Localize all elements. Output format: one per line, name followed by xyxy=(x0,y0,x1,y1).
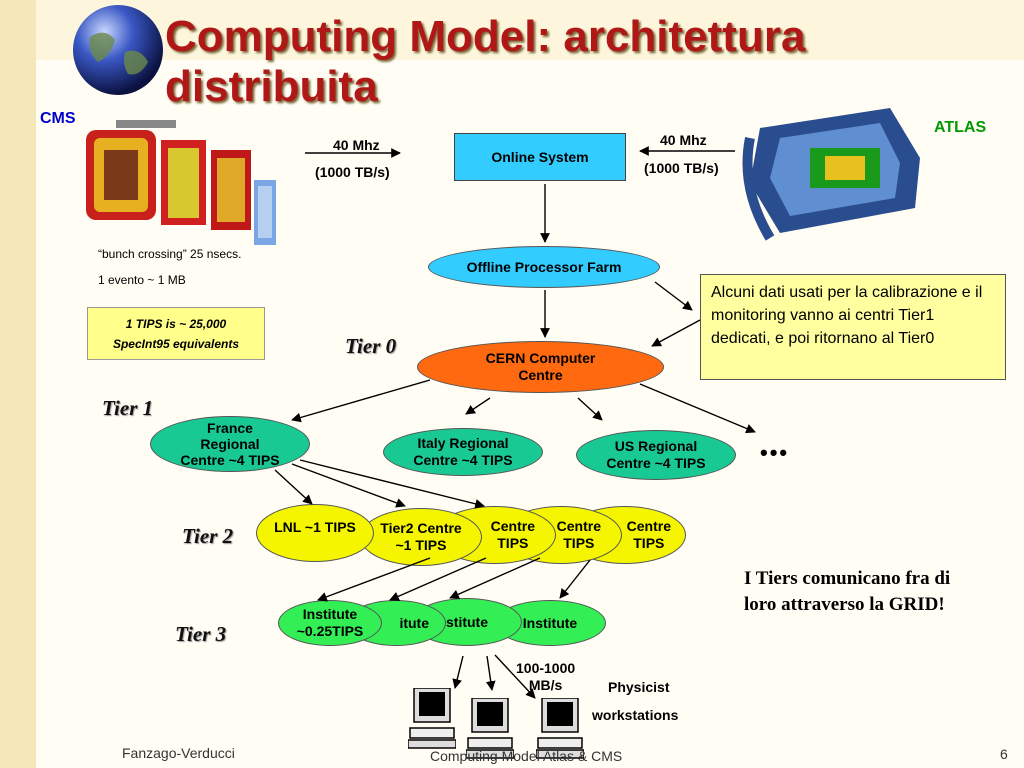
us-line-1: US Regional xyxy=(614,438,698,454)
tier2-b-line-1: Centre xyxy=(490,518,535,534)
tier0-label: Tier 0 xyxy=(345,334,397,358)
tier2-a-line-1: Tier2 Centre xyxy=(380,520,462,536)
tier2-d-line-2: TIPS xyxy=(633,535,665,551)
page-title: Computing Model: architettura distribuit… xyxy=(165,12,806,111)
volume-right: (1000 TB/s) xyxy=(644,160,719,176)
tips-line-1: 1 TIPS is ~ 25,000 xyxy=(125,317,227,331)
grid-note: I Tiers comunicano fra di loro attravers… xyxy=(744,568,951,615)
cern-line-2: Centre xyxy=(518,367,563,383)
globe-icon xyxy=(73,5,163,95)
bandwidth-line-1: 100-1000 xyxy=(516,660,576,676)
footer-author: Fanzago-Verducci xyxy=(122,745,235,761)
tier3-node-main: Institute~0.25TIPS xyxy=(278,600,382,646)
cms-detector-image xyxy=(86,120,276,245)
italy-line-2: Centre ~4 TIPS xyxy=(413,452,513,468)
page-number: 6 xyxy=(1000,746,1008,762)
volume-left: (1000 TB/s) xyxy=(315,164,390,180)
bandwidth-line-2: MB/s xyxy=(528,677,563,693)
tier3-label: Tier 3 xyxy=(175,622,227,646)
offline-farm-node: Offline Processor Farm xyxy=(428,246,660,288)
workstation-icon xyxy=(536,698,584,759)
workstations-label-1: Physicist xyxy=(608,679,670,695)
tier2-a-line-2: ~1 TIPS xyxy=(395,537,447,553)
france-line-2: Regional xyxy=(200,436,260,452)
footer-subject: Computing Model Atlas & CMS xyxy=(430,748,623,764)
france-line-1: France xyxy=(207,420,253,436)
atlas-label: ATLAS xyxy=(934,119,987,136)
tier2-d-line-1: Centre xyxy=(626,518,671,534)
cms-label: CMS xyxy=(40,110,76,127)
bunch-crossing-text: “bunch crossing” 25 nsecs. xyxy=(98,247,242,261)
tier1-label: Tier 1 xyxy=(102,396,154,420)
tier2-b-line-2: TIPS xyxy=(497,535,529,551)
tips-definition-box: 1 TIPS is ~ 25,000 SpecInt95 equivalents xyxy=(87,307,265,360)
tier2-c-line-1: Centre xyxy=(556,518,601,534)
rate-left: 40 Mhz xyxy=(333,137,380,153)
tier2-node-a: Tier2 Centre~1 TIPS xyxy=(360,508,482,566)
tier2-label: Tier 2 xyxy=(182,524,234,548)
atlas-detector-image xyxy=(742,108,920,241)
tips-line-2: SpecInt95 equivalents xyxy=(112,337,240,351)
workstations-label-2: workstations xyxy=(592,707,679,723)
callout-box: Alcuni dati usati per la calibrazione e … xyxy=(700,274,1006,380)
more-centres-ellipsis: ••• xyxy=(760,440,790,465)
bandwidth-label: 100-1000 MB/s xyxy=(516,660,575,694)
workstation-icon xyxy=(466,698,514,759)
institute-line-1: Institute xyxy=(302,606,358,622)
workstation-icon xyxy=(408,688,456,749)
institute-line-2: ~0.25TIPS xyxy=(296,623,364,639)
france-line-3: Centre ~4 TIPS xyxy=(180,452,280,468)
tier2-c-line-2: TIPS xyxy=(563,535,595,551)
rate-right: 40 Mhz xyxy=(660,132,707,148)
italy-line-1: Italy Regional xyxy=(417,435,509,451)
online-system-node: Online System xyxy=(454,133,626,181)
left-decor-band xyxy=(0,0,36,768)
cern-line-1: CERN Computer xyxy=(485,350,596,366)
event-size-text: 1 evento ~ 1 MB xyxy=(98,273,186,287)
us-line-2: Centre ~4 TIPS xyxy=(606,455,706,471)
tier2-node-lnl: LNL ~1 TIPS xyxy=(256,504,374,562)
